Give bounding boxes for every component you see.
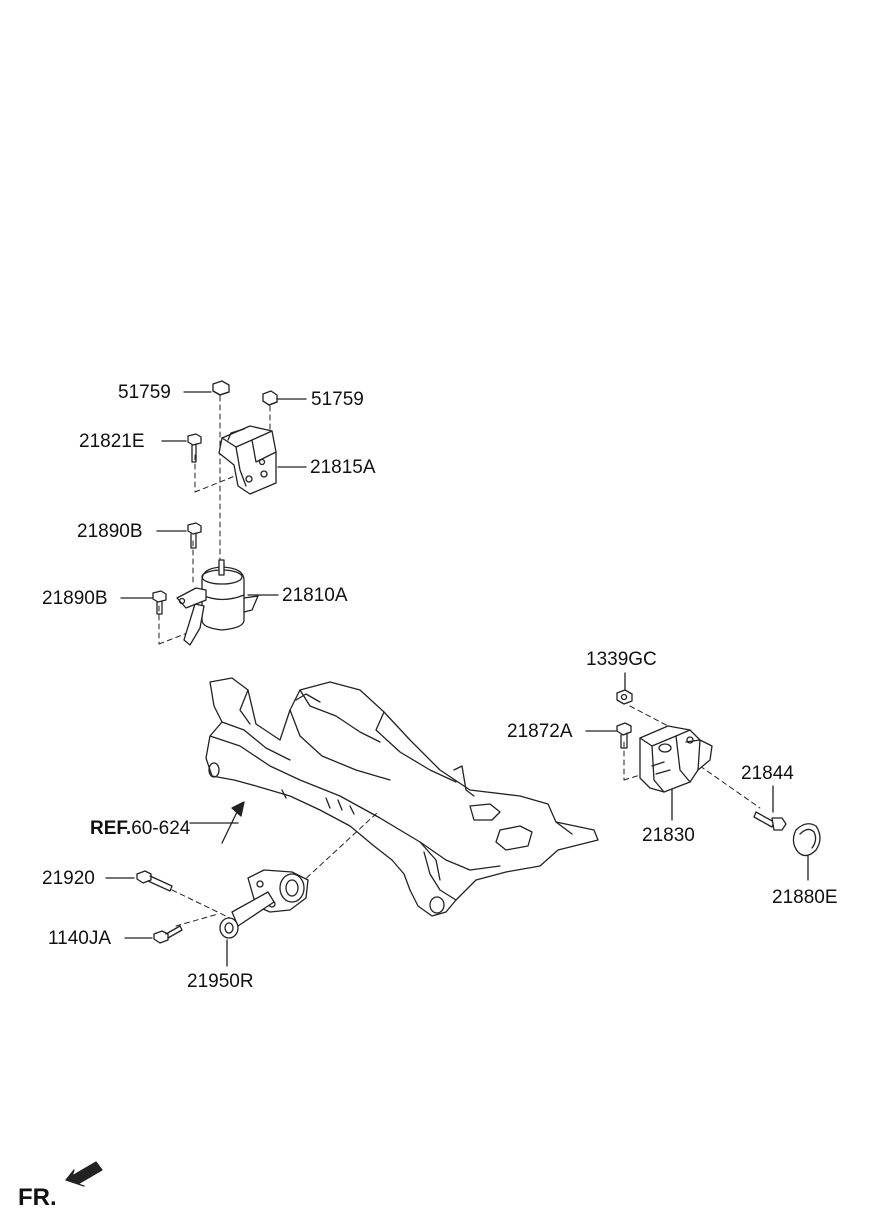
part-label-51759-right: 51759 bbox=[311, 389, 364, 410]
part-label-21815a: 21815A bbox=[310, 457, 376, 478]
subframe-crossmember bbox=[205, 677, 599, 917]
part-label-1339gc: 1339GC bbox=[586, 649, 657, 670]
part-label-21872a: 21872A bbox=[507, 721, 573, 742]
part-label-21950r: 21950R bbox=[187, 971, 254, 992]
bolt-21872a bbox=[616, 722, 632, 749]
bolt-21890b-lower bbox=[152, 590, 167, 615]
front-label: FR. bbox=[18, 1184, 57, 1211]
part-label-51759-left: 51759 bbox=[118, 382, 171, 403]
reference-code: 60-624 bbox=[131, 818, 191, 839]
part-label-21821e: 21821E bbox=[79, 431, 145, 452]
bolt-21821e bbox=[187, 433, 202, 463]
ref-arrow bbox=[221, 801, 245, 844]
assembly-axes-rear bbox=[171, 811, 379, 927]
nut-51759-right bbox=[262, 390, 278, 406]
part-label-21880e: 21880E bbox=[772, 887, 838, 908]
part-label-21890b-upper: 21890B bbox=[77, 521, 143, 542]
bolt-21844 bbox=[753, 811, 787, 831]
nut-51759-left bbox=[212, 380, 230, 396]
part-label-21830: 21830 bbox=[642, 825, 695, 846]
roll-rod-21950r bbox=[219, 869, 309, 939]
part-label-21844: 21844 bbox=[741, 763, 794, 784]
engine-mount-21810a bbox=[176, 559, 259, 646]
reference-label[interactable]: REF.60-624 bbox=[90, 819, 190, 838]
part-label-21890b-lower: 21890B bbox=[42, 588, 108, 609]
front-direction-arrow bbox=[65, 1161, 103, 1187]
bracket-21815a bbox=[218, 425, 277, 495]
bolt-21920 bbox=[136, 870, 173, 892]
cap-21880e bbox=[792, 823, 821, 857]
reference-prefix: REF. bbox=[90, 818, 132, 839]
bolt-1140ja bbox=[153, 925, 183, 944]
bolt-21890b-upper bbox=[187, 522, 202, 549]
nut-1339gc bbox=[616, 689, 633, 705]
part-label-1140ja: 1140JA bbox=[48, 928, 112, 949]
part-label-21810a: 21810A bbox=[282, 585, 348, 606]
transmission-mount-21830 bbox=[639, 725, 713, 793]
part-label-21920: 21920 bbox=[42, 868, 95, 889]
